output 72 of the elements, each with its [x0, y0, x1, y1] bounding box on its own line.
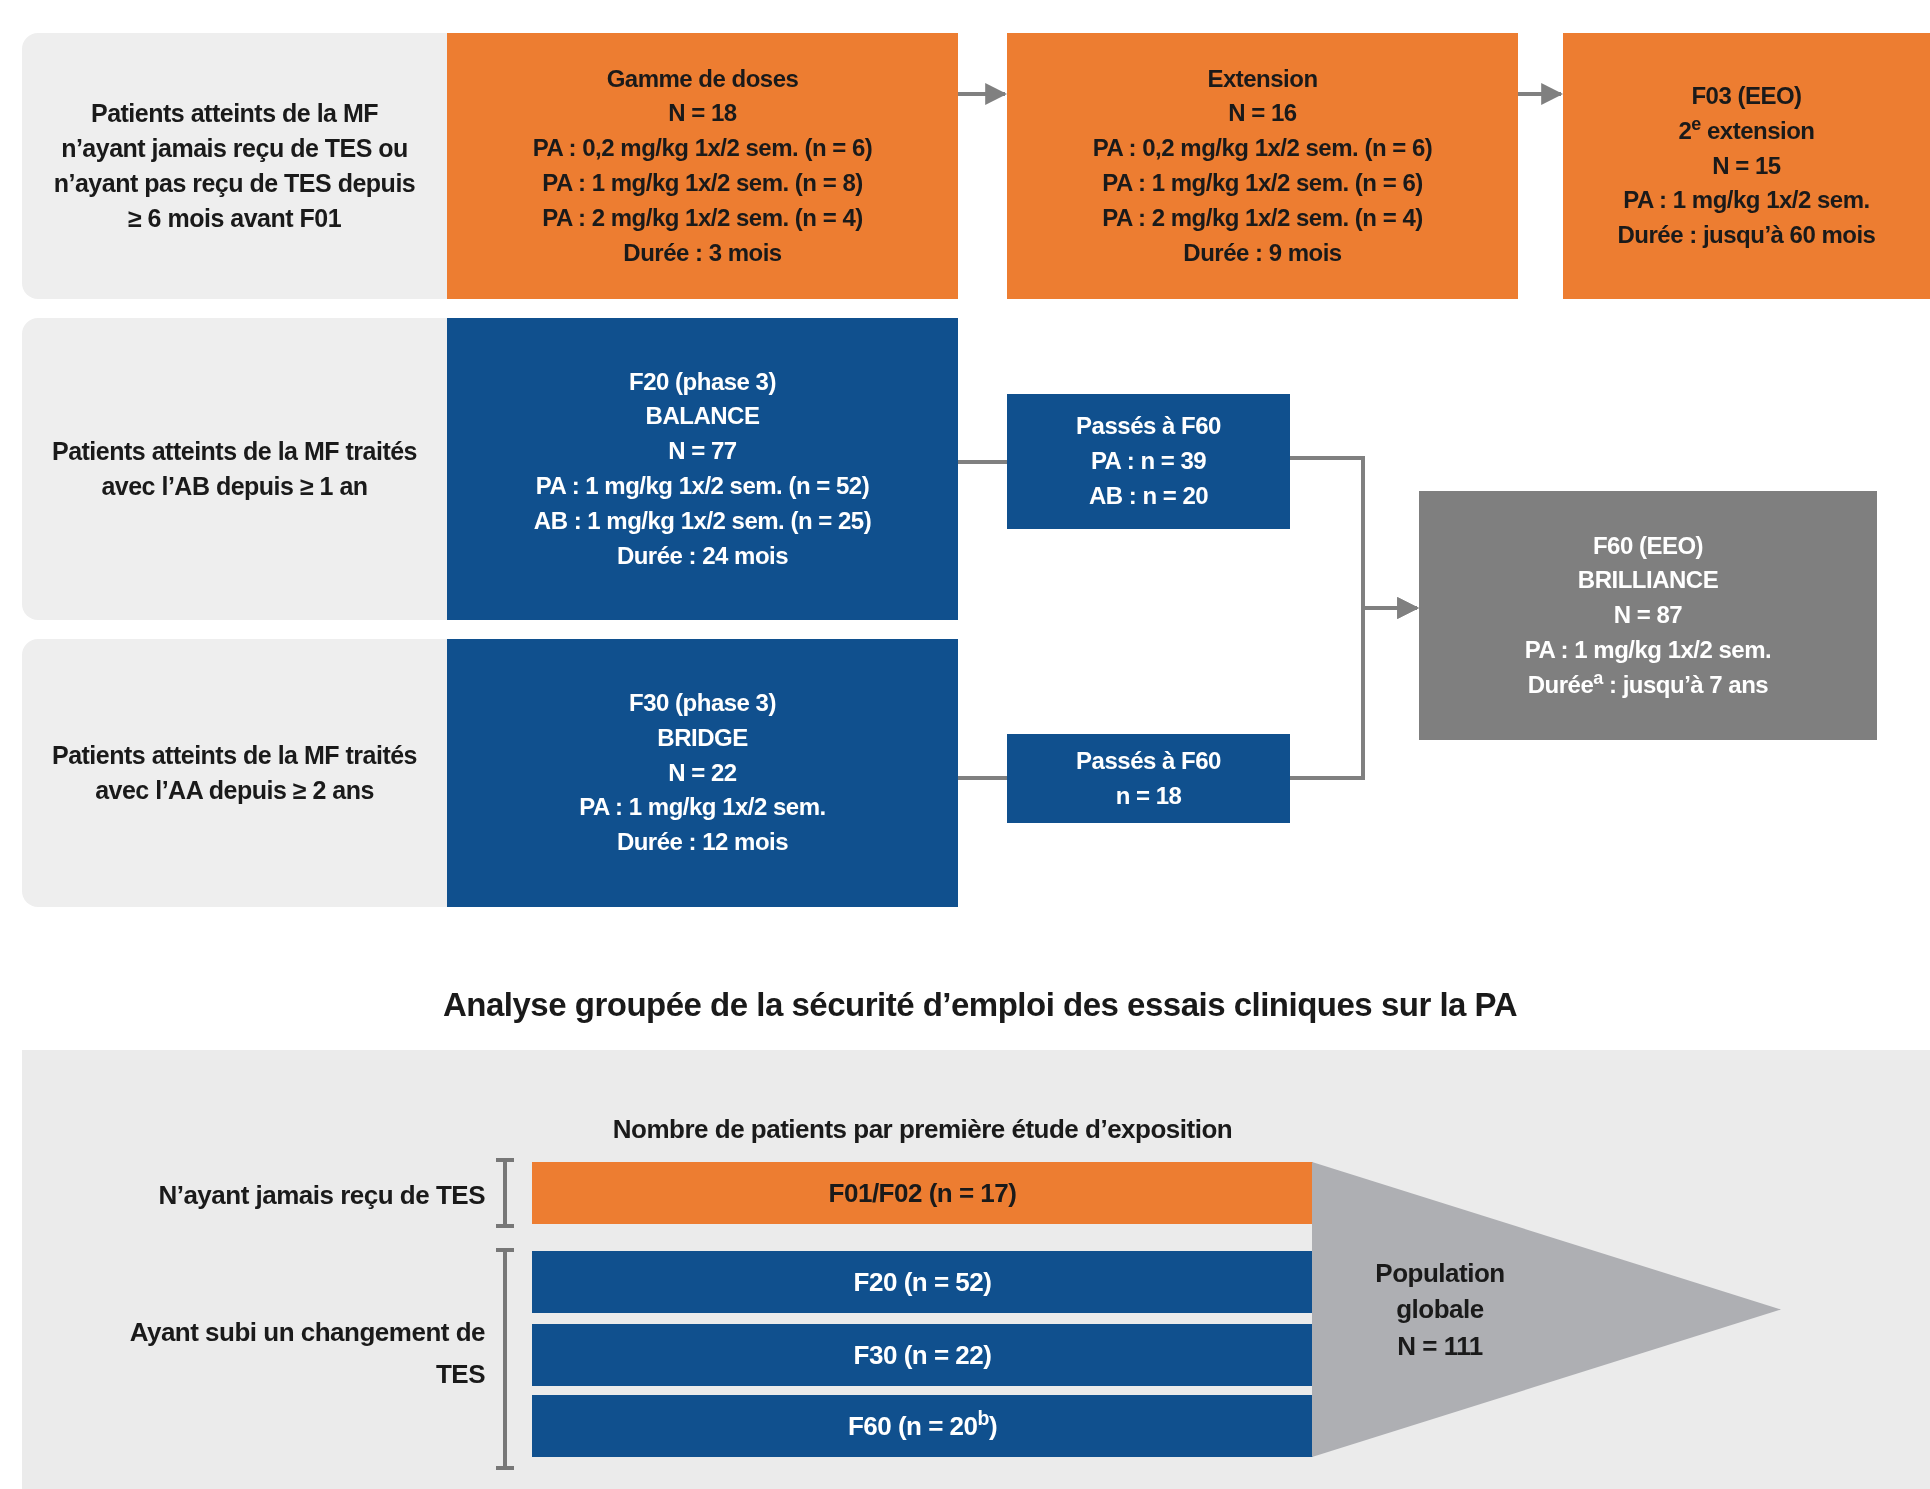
box-text: BALANCE: [645, 401, 760, 432]
box-text: Passés à F60: [1076, 745, 1221, 776]
box-text: AB : n = 20: [1088, 480, 1209, 511]
study-box: [447, 639, 958, 907]
patient-group-band: [22, 33, 447, 299]
box-text: AB : 1 mg/kg 1x/2 sem. (n = 25): [533, 505, 872, 536]
box-text: PA : 1 mg/kg 1x/2 sem. (n = 8): [542, 168, 863, 198]
box-text: BRILLIANCE: [1577, 565, 1719, 596]
box-text: Patients atteints de la MF traités avec l’AA depuis ≥ 2 ans: [50, 740, 418, 806]
box-text: PA : 0,2 mg/kg 1x/2 sem. (n = 6): [532, 133, 873, 164]
connector-line: [958, 460, 1007, 464]
box-text: Durée : 12 mois: [616, 827, 789, 858]
box-text: F20 (n = 52): [853, 1265, 992, 1299]
study-box: [1007, 734, 1290, 823]
box-text: PA : 1 mg/kg 1x/2 sem.: [1623, 185, 1870, 216]
box-text: n = 18: [1115, 780, 1182, 811]
box-text: Patients atteints de la MF traités avec l’AB depuis ≥ 1 an: [50, 436, 418, 502]
patient-group-band: [22, 318, 447, 620]
box-text: F20 (phase 3): [629, 366, 776, 397]
box-text: Passés à F60: [1076, 411, 1221, 442]
box-text: Population globale: [1374, 1256, 1506, 1327]
arrow: [1290, 597, 1420, 780]
box-text: PA : 0,2 mg/kg 1x/2 sem. (n = 6): [1092, 133, 1433, 164]
box-text: Durée : 3 mois: [623, 237, 782, 268]
study-box: [447, 318, 958, 620]
arrow: [1518, 83, 1564, 105]
box-text: Extension: [1207, 63, 1318, 94]
box-text: F30 (n = 22): [853, 1338, 992, 1372]
box-text: N = 22: [668, 757, 737, 788]
box-text: PA : 1 mg/kg 1x/2 sem. (n = 6): [1102, 168, 1423, 198]
study-bar: [532, 1162, 1313, 1224]
study-box: [447, 33, 958, 299]
box-text: Durée : jusqu’à 60 mois: [1617, 220, 1876, 251]
box-text: PA : 1 mg/kg 1x/2 sem.: [579, 792, 826, 823]
chart-subtitle: Nombre de patients par première étude d’exposition: [611, 1113, 1234, 1146]
study-box: [1563, 33, 1930, 299]
study-bar: [532, 1251, 1313, 1313]
box-text: Durée : 9 mois: [1183, 237, 1342, 268]
box-text: BRIDGE: [657, 722, 748, 753]
study-box: [1007, 33, 1518, 299]
box-text: Durée : 24 mois: [616, 540, 789, 571]
box-text: 2$^{e}$ extension: [1678, 113, 1815, 146]
patient-group-band: [22, 639, 447, 907]
box-text: F60 (EEO): [1592, 530, 1704, 561]
box-text: F01/F02 (n = 17): [828, 1176, 1017, 1210]
study-bar: [532, 1395, 1313, 1457]
box-text: F30 (phase 3): [629, 688, 776, 718]
section-title: Analyse groupée de la sécurité d’emploi des essais cliniques sur la PA: [442, 985, 1518, 1025]
box-text: PA : 1 mg/kg 1x/2 sem. (n = 52): [535, 471, 870, 501]
arrow: [958, 83, 1008, 105]
box-text: N = 87: [1613, 600, 1683, 631]
box-text: Gamme de doses: [606, 63, 799, 94]
group-label: N’ayant jamais reçu de TES: [157, 1179, 485, 1212]
box-text: N = 77: [668, 436, 737, 467]
box-text: PA : 2 mg/kg 1x/2 sem. (n = 4): [1102, 202, 1423, 233]
box-text: Patients atteints de la MF n’ayant jamais reçu de TES ou n’ayant pas reçu de TES depuis ≥ 6 mois avant F01: [52, 98, 417, 234]
group-label: Ayant subi un changement de TES: [128, 1316, 485, 1391]
connector-line: [958, 776, 1007, 780]
box-text: N = 18: [668, 98, 737, 129]
box-text: F03 (EEO): [1691, 81, 1802, 111]
box-text: PA : 2 mg/kg 1x/2 sem. (n = 4): [542, 202, 863, 233]
study-box: [1419, 491, 1877, 740]
box-text: PA : 1 mg/kg 1x/2 sem.: [1524, 634, 1772, 665]
box-text: N = 15: [1712, 150, 1781, 181]
population-triangle: [1312, 1162, 1781, 1457]
study-box: [1007, 394, 1290, 529]
box-text: PA : n = 39: [1090, 446, 1207, 477]
box-text: Durée$^{a}$ : jusqu’à 7 ans: [1527, 667, 1769, 700]
box-text: F60 (n = 20$^{b}$): [847, 1406, 998, 1443]
box-text: N = 111: [1396, 1329, 1484, 1363]
box-text: N = 16: [1228, 98, 1297, 129]
study-bar: [532, 1324, 1313, 1386]
